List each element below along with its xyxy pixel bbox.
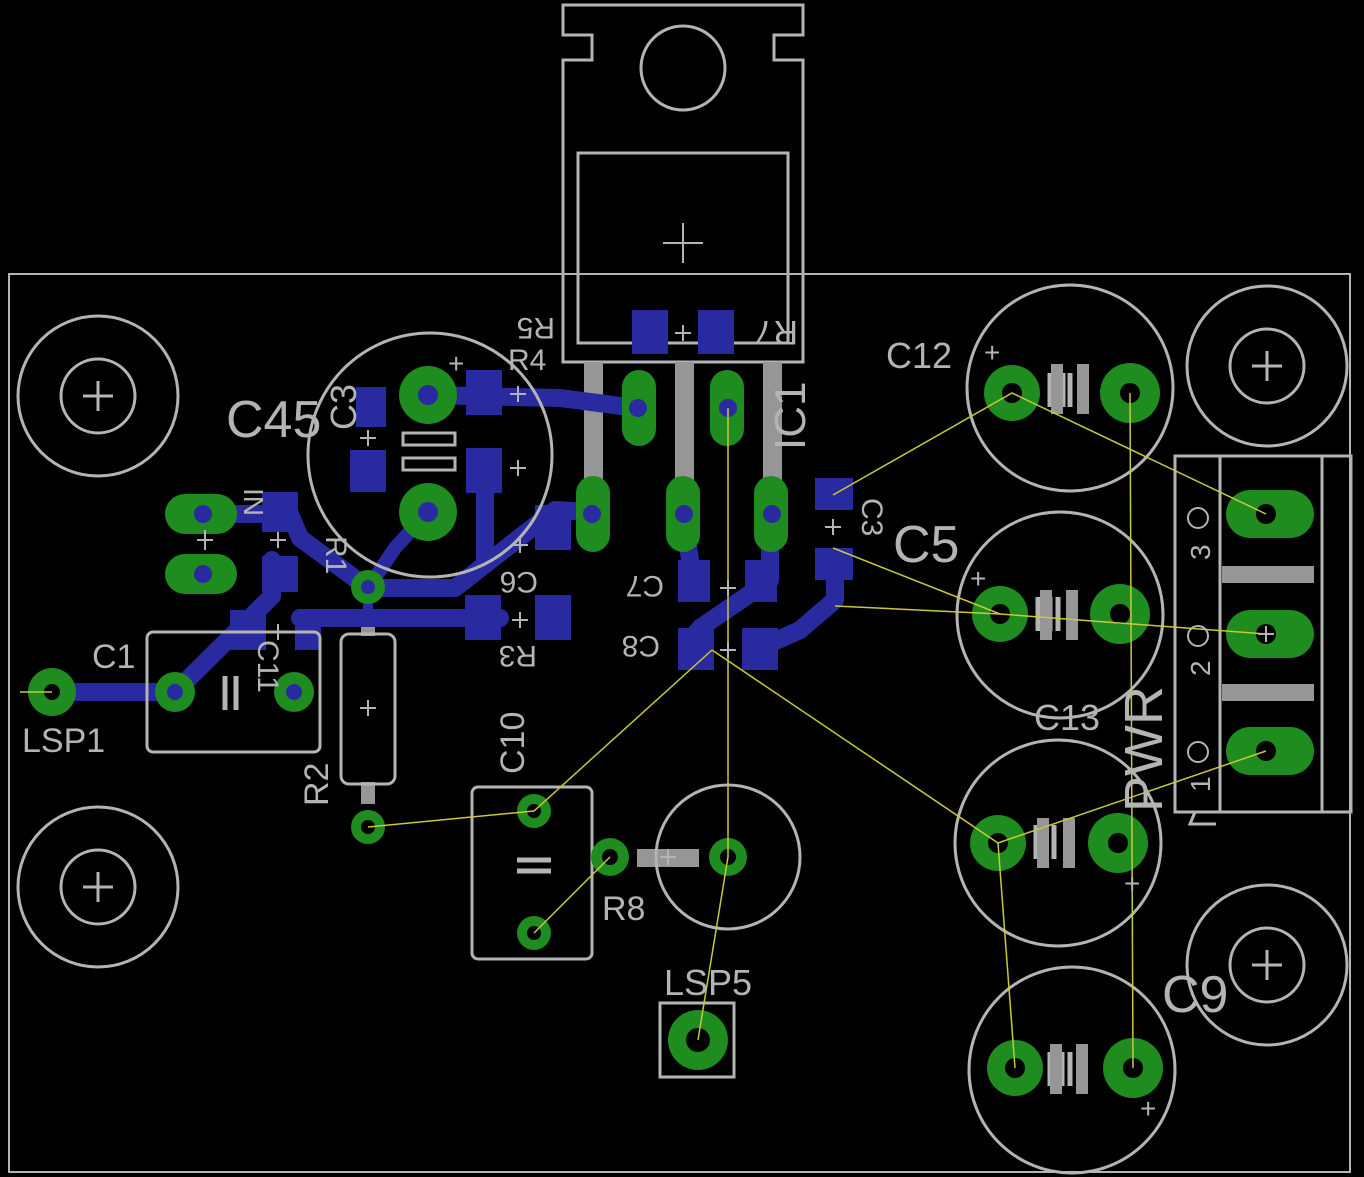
r1-pad-b	[262, 556, 298, 592]
label-c3: C3	[855, 498, 888, 536]
r4-pad-b	[466, 448, 502, 493]
c11-pad-b	[295, 610, 321, 650]
c45-outline	[306, 331, 554, 579]
c10-outline	[470, 785, 594, 961]
label-c7: C7	[626, 569, 664, 602]
c6-pad-a	[535, 505, 571, 550]
label-lsp5: LSP5	[664, 962, 752, 1003]
terminal-markers	[1187, 507, 1209, 763]
r1-pad-a	[262, 492, 298, 532]
c1-outline	[145, 630, 322, 754]
label-r8: R8	[602, 890, 645, 928]
label-ic1: IC1	[766, 382, 815, 450]
label-r2: R2	[298, 763, 336, 806]
label-lsp1: LSP1	[22, 722, 105, 760]
label-c9-plus: +	[1140, 1093, 1156, 1124]
label-c1: C1	[92, 638, 135, 676]
c7-pad-a	[678, 560, 710, 602]
label-c45: C45	[226, 391, 321, 449]
smd-pads-bottom	[230, 310, 853, 670]
label-in: IN	[238, 488, 269, 516]
label-r3: R3	[499, 639, 537, 672]
mounting-hole-bottom-right	[1185, 883, 1349, 1047]
mounting-holes	[16, 284, 1349, 1047]
label-c13: C13	[1034, 697, 1100, 738]
r4-pad-a	[466, 370, 502, 415]
center-marks	[197, 325, 1274, 865]
r7-pad-1	[698, 310, 734, 354]
label-r4: R4	[508, 344, 546, 377]
label-c6: C6	[500, 565, 538, 598]
c12-outline	[965, 283, 1175, 493]
label-c11: C11	[251, 640, 284, 693]
label-c3-rotated: C3	[323, 384, 364, 430]
c3-pad-b	[350, 450, 386, 492]
c3-right-pad-b	[815, 548, 853, 580]
c5-outline	[955, 510, 1165, 720]
pwr-terminal-outline	[1173, 454, 1353, 814]
r3-pad-a	[465, 595, 501, 640]
c6-pad-b	[535, 595, 571, 640]
c8-pad-a	[678, 628, 714, 670]
label-terminal-3: 3	[1185, 544, 1216, 560]
label-c9: C9	[1162, 966, 1228, 1024]
c3-pad-a	[356, 387, 386, 427]
label-r5: R5	[517, 311, 555, 344]
label-c8: C8	[622, 629, 660, 662]
r5-pad-1	[632, 310, 668, 354]
c8-pad-b	[742, 628, 778, 670]
label-r7: R7	[755, 313, 798, 351]
label-c13-plus: +	[1124, 868, 1140, 899]
smd-bodies	[1037, 364, 1089, 1094]
ic1-package-outline	[561, 3, 805, 364]
airwires	[20, 392, 1267, 1069]
mounting-hole-top-left	[16, 314, 180, 478]
lsp5-outline	[658, 1001, 736, 1079]
mounting-hole-top-right	[1185, 284, 1349, 448]
label-c45-plus: +	[448, 348, 464, 379]
label-c12: C12	[886, 335, 952, 376]
mounting-hole-bottom-left	[16, 805, 180, 969]
c13-outline	[953, 738, 1163, 948]
label-c5-plus: +	[970, 563, 986, 594]
label-r1: R1	[319, 536, 352, 574]
r2-outline	[339, 632, 397, 786]
c7-pad-b	[745, 560, 777, 602]
label-c5: C5	[893, 516, 959, 574]
label-terminal-1: 1	[1185, 776, 1216, 792]
label-c10: C10	[494, 712, 532, 774]
label-pwr: PWR	[1114, 686, 1174, 812]
c9-outline	[967, 965, 1177, 1175]
c11-pad-a	[230, 610, 266, 650]
silkscreen-labels: C45 C3 R5 R4 R7 IC1 C12 + C3 C5 + C6 C7 …	[22, 311, 1228, 1124]
label-c12-plus: +	[984, 337, 1000, 368]
label-terminal-2: 2	[1185, 660, 1216, 676]
